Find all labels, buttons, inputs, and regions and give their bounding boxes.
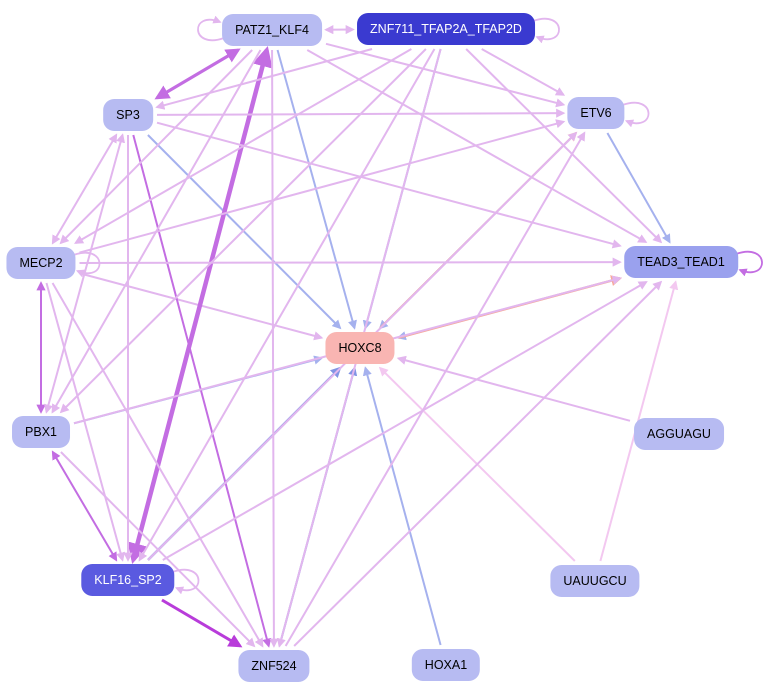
edge-SP3-TEAD3_TEAD1[interactable] <box>156 121 622 249</box>
edge-ZNF711_TFAP2A_TFAP2D-SP3[interactable] <box>155 48 373 110</box>
node-uauugcu[interactable]: UAUUGCU <box>550 565 640 597</box>
edge-ZNF524-TEAD3_TEAD1[interactable] <box>293 280 663 647</box>
edge-KLF16_SP2-ZNF524[interactable] <box>161 598 243 648</box>
self-loop-ZNF711_TFAP2A_TFAP2D[interactable] <box>532 18 560 44</box>
node-sp3[interactable]: SP3 <box>103 99 153 131</box>
node-znf524[interactable]: ZNF524 <box>238 650 310 682</box>
edge-PATZ1_KLF4-KLF16_SP2[interactable] <box>127 45 273 565</box>
edge-ZNF711_TFAP2A_TFAP2D-ETV6[interactable] <box>481 48 566 96</box>
self-loop-ETV6[interactable] <box>622 102 650 128</box>
self-loop-KLF16_SP2[interactable] <box>172 569 200 595</box>
edge-PATZ1_KLF4-ZNF524[interactable] <box>269 49 279 648</box>
edge-KLF16_SP2-TEAD3_TEAD1[interactable] <box>162 281 648 561</box>
node-klf16-sp2[interactable]: KLF16_SP2 <box>81 564 175 596</box>
edge-PATZ1_KLF4-MECP2[interactable] <box>59 49 253 245</box>
node-tead3-tead1[interactable]: TEAD3_TEAD1 <box>624 246 738 278</box>
edge-MECP2-KLF16_SP2[interactable] <box>45 282 125 562</box>
edge-ZNF711_TFAP2A_TFAP2D-MECP2[interactable] <box>74 48 412 244</box>
edge-PATZ1_KLF4-ETV6[interactable] <box>325 42 566 108</box>
node-etv6[interactable]: ETV6 <box>567 97 625 129</box>
node-pbx1[interactable]: PBX1 <box>12 416 70 448</box>
edge-ZNF711_TFAP2A_TFAP2D-KLF16_SP2[interactable] <box>138 48 436 562</box>
edge-PBX1-ZNF524[interactable] <box>60 451 256 648</box>
edge-SP3-PATZ1_KLF4[interactable] <box>154 48 241 100</box>
self-loop-MECP2[interactable] <box>73 252 101 278</box>
self-loop-TEAD3_TEAD1[interactable] <box>735 251 763 277</box>
edge-PBX1-KLF16_SP2[interactable] <box>51 450 118 562</box>
edge-AGGUAGU-HOXC8[interactable] <box>396 355 631 422</box>
node-patz1-klf4[interactable]: PATZ1_KLF4 <box>222 14 322 46</box>
node-mecp2[interactable]: MECP2 <box>6 247 76 279</box>
node-agguagu[interactable]: AGGUAGU <box>634 418 724 450</box>
node-hoxc8[interactable]: HOXC8 <box>325 332 395 364</box>
edge-ZNF711_TFAP2A_TFAP2D-PBX1[interactable] <box>59 48 427 414</box>
edge-HOXA1-HOXC8[interactable] <box>362 366 442 646</box>
edge-ETV6-TEAD3_TEAD1[interactable] <box>606 132 671 244</box>
node-znf711-tfap2a-tfap2d[interactable]: ZNF711_TFAP2A_TFAP2D <box>357 13 535 45</box>
edge-ZNF524-ETV6[interactable] <box>284 131 586 647</box>
self-loop-PATZ1_KLF4[interactable] <box>197 15 225 41</box>
edge-MECP2-ZNF524[interactable] <box>51 282 264 648</box>
node-hoxa1[interactable]: HOXA1 <box>411 649 481 681</box>
edge-MECP2-TEAD3_TEAD1[interactable] <box>79 257 622 267</box>
edge-MECP2-ETV6[interactable] <box>79 119 566 254</box>
